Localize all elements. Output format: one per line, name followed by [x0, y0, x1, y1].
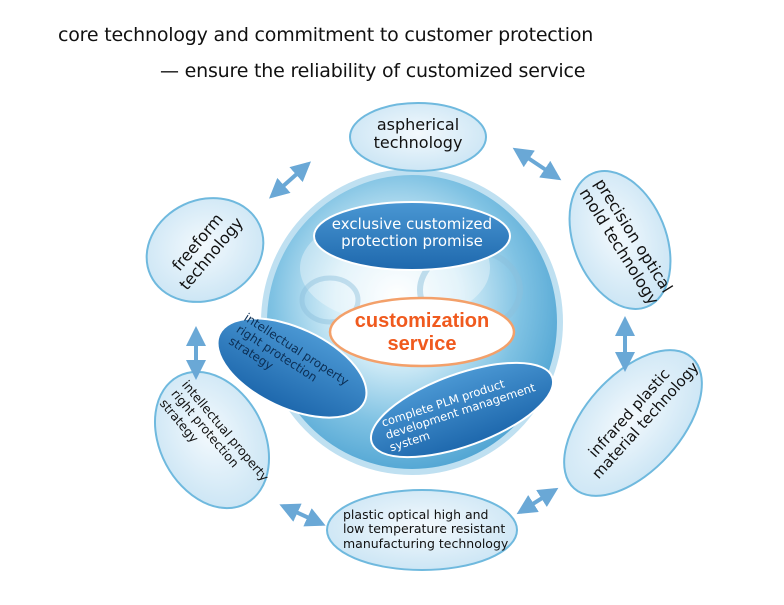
inner-node-ip-strategy — [216, 317, 368, 419]
arrow-aspherical-precision — [512, 147, 562, 181]
outer-node-aspherical — [349, 102, 487, 172]
globe-lens-decoration-2 — [299, 275, 361, 325]
arrow-infrared-plastic — [516, 487, 559, 515]
center-label: customization service — [354, 310, 490, 355]
inner-node-protection-promise — [313, 201, 511, 271]
outer-label-aspherical: aspherical technology — [373, 115, 463, 153]
arrow-plastic-ip — [279, 503, 326, 527]
inner-node-plm-system — [369, 361, 555, 459]
outer-node-precision-mold — [568, 170, 672, 310]
outer-node-ip-strategy — [153, 370, 271, 510]
arrow-freeform-aspherical — [269, 161, 311, 199]
inner-label-protection-promise: exclusive customized protection promise — [331, 215, 493, 251]
outer-node-plastic-optical — [326, 489, 518, 571]
outer-node-freeform — [145, 197, 265, 303]
outer-label-plastic-optical: plastic optical high and low temperature… — [343, 507, 509, 551]
title-line-2: — ensure the reliability of customized s… — [160, 60, 586, 82]
title-line-1: core technology and commitment to custom… — [58, 24, 594, 46]
center-node — [328, 296, 516, 368]
outer-node-infrared — [563, 349, 703, 497]
